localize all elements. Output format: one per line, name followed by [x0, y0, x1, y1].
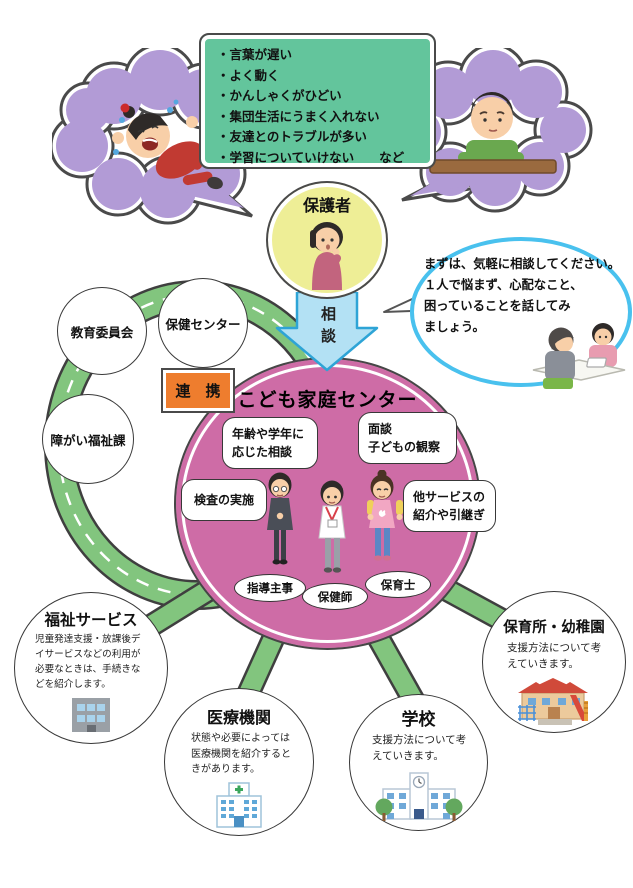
partner-description: 状態や必要によっては医療機関を紹介するときがあります。 — [191, 733, 291, 775]
agency-disability-welfare: 障がい福祉課 — [42, 394, 134, 484]
partner-welfare-services: 福祉サービス 児童発達支援・放課後デイサービスなどの利用が必要なときは、手続きな… — [14, 592, 168, 744]
concern-item: ・よく動く — [217, 67, 280, 83]
concern-item: ・友達とのトラブルが多い — [217, 129, 367, 144]
advice-bubble-text: まずは、気軽に相談してください。 １人で悩まず、心配なこと、 困っていることを話… — [424, 257, 621, 335]
school-icon — [375, 771, 462, 821]
partner-description: 支援方法について考えていきます。 — [372, 734, 467, 763]
concern-item: ・集団生活にうまく入れない — [217, 108, 380, 124]
kindergarten-icon — [518, 677, 588, 725]
partner-school: 学校 支援方法について考えていきます。 — [349, 694, 488, 831]
service-age-consultation: 年齢や学年に 応じた相談 — [222, 417, 318, 469]
supervisor-illustration — [267, 472, 293, 565]
service-interview-observation: 面談 子どもの観察 — [358, 412, 457, 464]
hospital-icon — [216, 781, 262, 828]
childcare-worker-illustration — [367, 470, 403, 561]
parent-label: 保護者 — [302, 196, 351, 215]
concerns-note: ・言葉が遅い ・よく動く ・かんしゃくがひどい ・集団生活にうまく入れない ・友… — [199, 33, 436, 169]
family-center-title: こども家庭センター — [237, 389, 418, 411]
staff-label-nurse: 保健師 — [302, 583, 368, 610]
concern-item: ・学習についていけない など — [217, 149, 405, 165]
staff-label-supervisor: 指導主事 — [234, 574, 306, 602]
partner-description: 支援方法について考えていきます。 — [507, 642, 602, 671]
service-testing: 検査の実施 — [181, 479, 267, 521]
cooperation-badge: 連 携 — [161, 368, 235, 413]
staff-label-childcare: 保育士 — [365, 571, 431, 598]
partner-title: 福祉サービス — [44, 611, 138, 629]
staff-illustrations — [267, 470, 403, 573]
concern-item: ・言葉が遅い — [217, 47, 293, 62]
service-referral: 他サービスの 紹介や引継ぎ — [403, 480, 496, 532]
partner-title: 医療機関 — [206, 708, 271, 727]
thinking-parent-illustration — [310, 222, 343, 290]
parent-circle: 保護者 — [266, 181, 388, 299]
office-building-icon — [72, 698, 110, 733]
cooperation-label: 連 携 — [175, 382, 221, 400]
agency-health-center: 保健センター — [158, 278, 248, 368]
agency-label: 障がい福祉課 — [50, 432, 126, 448]
partner-description: 児童発達支援・放課後デイサービスなどの利用が必要なときは、手続きなどを紹介します… — [35, 634, 141, 690]
partner-medical-institutions: 医療機関 状態や必要によっては医療機関を紹介するときがあります。 — [164, 688, 314, 836]
nurse-illustration — [318, 480, 346, 573]
advice-bubble — [383, 237, 632, 387]
consultation-arrow-label: 相談 — [319, 306, 337, 350]
counseling-illustration — [532, 323, 626, 389]
agency-label: 保健センター — [165, 316, 241, 332]
partner-nursery-kindergarten: 保育所・幼稚園 支援方法について考えていきます。 — [482, 591, 626, 733]
partner-title: 学校 — [401, 710, 436, 730]
agency-label: 教育委員会 — [70, 324, 134, 340]
partner-title: 保育所・幼稚園 — [503, 620, 605, 636]
concern-item: ・かんしゃくがひどい — [217, 88, 342, 103]
consultation-arrow — [275, 292, 379, 372]
agency-board-of-education: 教育委員会 — [57, 287, 147, 375]
